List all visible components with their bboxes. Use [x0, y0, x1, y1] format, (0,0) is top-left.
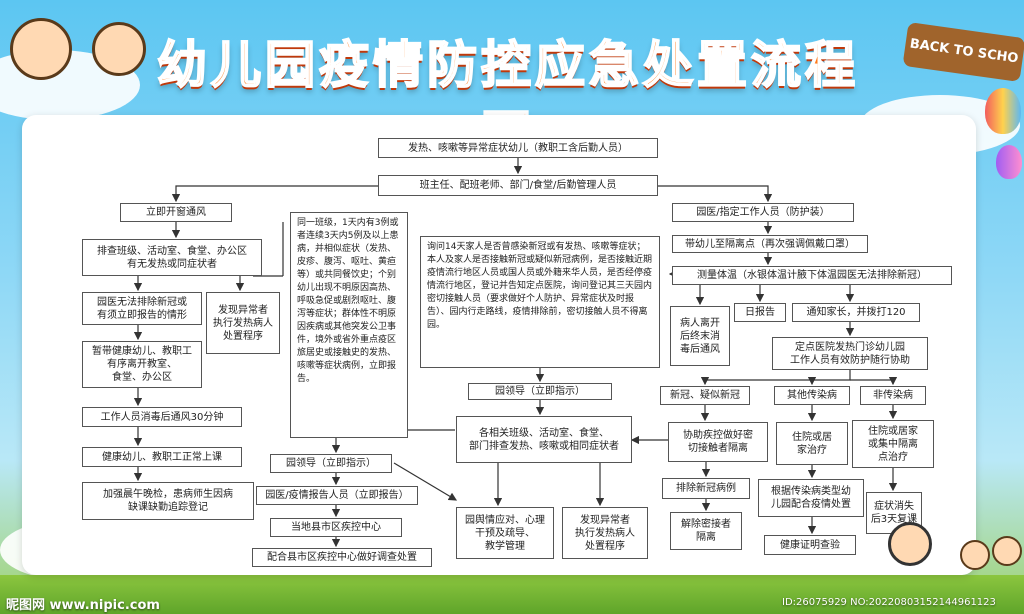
node-open-windows: 立即开窗通风: [120, 203, 232, 222]
node-assist-cdc: 协助疾控做好密 切接触者隔离: [668, 422, 768, 462]
node-covid-suspected: 新冠、疑似新冠: [660, 386, 750, 405]
grass-strip: [0, 575, 1024, 614]
node-public-opinion: 园舆情应对、心理 干预及疏导、 教学管理: [456, 507, 554, 559]
node-check-classes: 排查班级、活动室、食堂、办公区 有无发热或同症状者: [82, 239, 262, 276]
node-morning-check: 加强晨午晚检，患病师生因病 缺课缺勤追踪登记: [82, 482, 254, 520]
node-hospital-home-2: 住院或居家 或集中隔离 点治疗: [852, 420, 934, 468]
node-cannot-exclude: 园医无法排除新冠或 有须立即报告的情形: [82, 292, 202, 325]
node-terminal-disinfect: 病人离开 后终末消 毒后通风: [670, 306, 730, 366]
kid-illustration: [992, 536, 1022, 566]
node-evacuate-healthy: 暂带健康幼儿、教职工 有序离开教室、 食堂、办公区: [82, 341, 202, 388]
node-cooperate-cdc: 配合县市区疾控中心做好调查处置: [252, 548, 432, 567]
balloon-icon: [985, 88, 1021, 134]
node-exclude-covid: 排除新冠病例: [662, 478, 750, 499]
node-abnormal-fever-2: 发现异常者 执行发热病人 处置程序: [562, 507, 648, 559]
node-designated-hospital: 定点医院发热门诊幼儿园 工作人员有效防护随行协助: [772, 337, 928, 370]
node-health-cert: 健康证明查验: [764, 535, 856, 555]
node-non-infectious: 非传染病: [860, 386, 926, 405]
node-report-criteria: 同一班级，1天内有3例或者连续3天内5例及以上患病，并相似症状（发热、皮疹、腹泻…: [290, 212, 408, 438]
balloon-icon: [996, 145, 1022, 179]
node-nurse-staff: 园医/指定工作人员（防护装）: [672, 203, 854, 222]
node-leader-instruct-1: 园领导（立即指示）: [270, 454, 392, 473]
node-disinfect-30min: 工作人员消毒后通风30分钟: [82, 407, 242, 427]
node-other-infectious: 其他传染病: [774, 386, 850, 405]
node-lift-isolation: 解除密接者 隔离: [670, 512, 742, 550]
node-local-cdc: 当地县市区疾控中心: [270, 518, 402, 537]
watermark-id: ID:26075929 NO:20220803152144961123: [782, 597, 996, 608]
node-to-isolation: 带幼儿至隔离点（再次强调佩戴口罩）: [672, 235, 868, 253]
node-hospital-home-1: 住院或居 家治疗: [776, 422, 848, 465]
node-daily-report: 日报告: [734, 303, 786, 322]
kid-illustration: [10, 18, 72, 80]
watermark-logo: 昵图网 www.nipic.com: [6, 598, 160, 613]
node-symptomatic-child: 发热、咳嗽等异常症状幼儿（教职工含后勤人员）: [378, 138, 658, 158]
node-measure-temp: 测量体温（水银体温计腋下体温园医无法排除新冠）: [672, 266, 952, 285]
kid-illustration: [960, 540, 990, 570]
node-report-staff: 园医/疫情报告人员（立即报告）: [256, 486, 418, 505]
node-abnormal-fever-1: 发现异常者 执行发热病人 处置程序: [206, 292, 280, 354]
doctor-illustration: [888, 522, 932, 566]
node-epidemic-handling: 根据传染病类型幼 儿园配合疫情处置: [758, 479, 864, 517]
node-check-related: 各相关班级、活动室、食堂、 部门排查发热、咳嗽或相同症状者: [456, 416, 632, 463]
node-leader-instruct-2: 园领导（立即指示）: [468, 383, 612, 400]
kid-illustration: [92, 22, 146, 76]
node-inquiry: 询问14天家人是否曾感染新冠或有发热、咳嗽等症状；本人及家人是否接触新冠或疑似新…: [420, 236, 660, 368]
node-normal-class: 健康幼儿、教职工正常上课: [82, 447, 242, 467]
node-teachers-managers: 班主任、配班老师、部门/食堂/后勤管理人员: [378, 175, 658, 196]
node-notify-parents: 通知家长，并拨打120: [792, 303, 920, 322]
